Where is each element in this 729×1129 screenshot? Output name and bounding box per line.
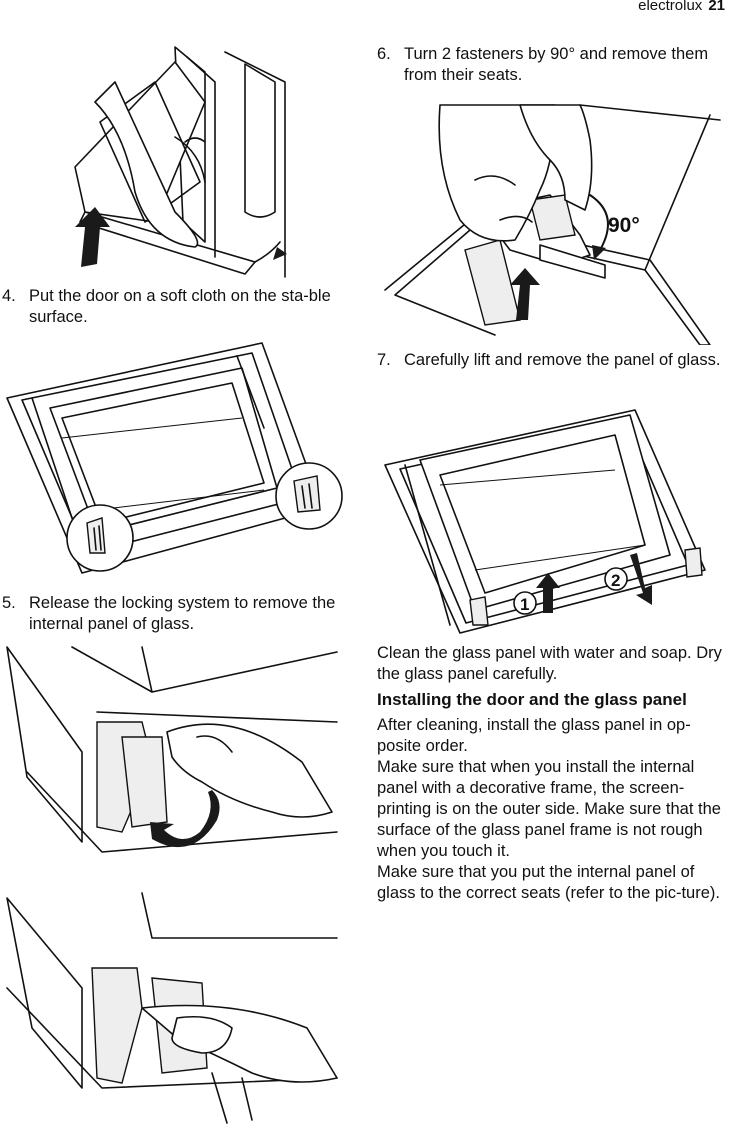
install-paragraph-1: After cleaning, install the glass panel … bbox=[377, 716, 691, 755]
section-heading: Installing the door and the glass panel bbox=[377, 690, 687, 709]
step-5: 5. Release the locking system to remove … bbox=[2, 593, 347, 635]
angle-label: 90° bbox=[608, 214, 640, 237]
step-text: Turn 2 fasteners by 90° and remove them … bbox=[404, 45, 709, 84]
marker-2: 2 bbox=[611, 571, 620, 590]
step-number: 4. bbox=[2, 287, 16, 305]
brand-name: electrolux bbox=[638, 0, 703, 14]
step-text: Release the locking system to remove the… bbox=[29, 594, 336, 633]
page-number: 21 bbox=[708, 0, 725, 14]
marker-1: 1 bbox=[520, 595, 529, 614]
release-lock-illustration-2 bbox=[6, 892, 338, 1124]
step-number: 5. bbox=[2, 594, 16, 612]
step-6: 6. Turn 2 fasteners by 90° and remove th… bbox=[377, 44, 722, 86]
install-paragraph-3: Make sure that you put the internal pane… bbox=[377, 863, 720, 902]
step-number: 6. bbox=[377, 45, 391, 63]
step-number: 7. bbox=[377, 351, 391, 369]
door-on-cloth-illustration bbox=[6, 342, 343, 574]
step-7: 7. Carefully lift and remove the panel o… bbox=[377, 350, 722, 371]
install-paragraph-2: Make sure that when you install the inte… bbox=[377, 758, 721, 860]
fastener-rotation-illustration: 90° bbox=[384, 104, 721, 345]
step-text: Carefully lift and remove the panel of g… bbox=[404, 351, 721, 369]
door-removal-illustration bbox=[74, 46, 287, 278]
step-text: Put the door on a soft cloth on the sta-… bbox=[29, 287, 331, 326]
step-4: 4. Put the door on a soft cloth on the s… bbox=[2, 286, 347, 328]
page-header: electrolux 21 bbox=[638, 0, 725, 14]
release-lock-illustration bbox=[6, 646, 338, 853]
cleaning-paragraph: Clean the glass panel with water and soa… bbox=[377, 644, 722, 683]
lift-glass-panel-illustration: 1 2 bbox=[384, 409, 706, 634]
